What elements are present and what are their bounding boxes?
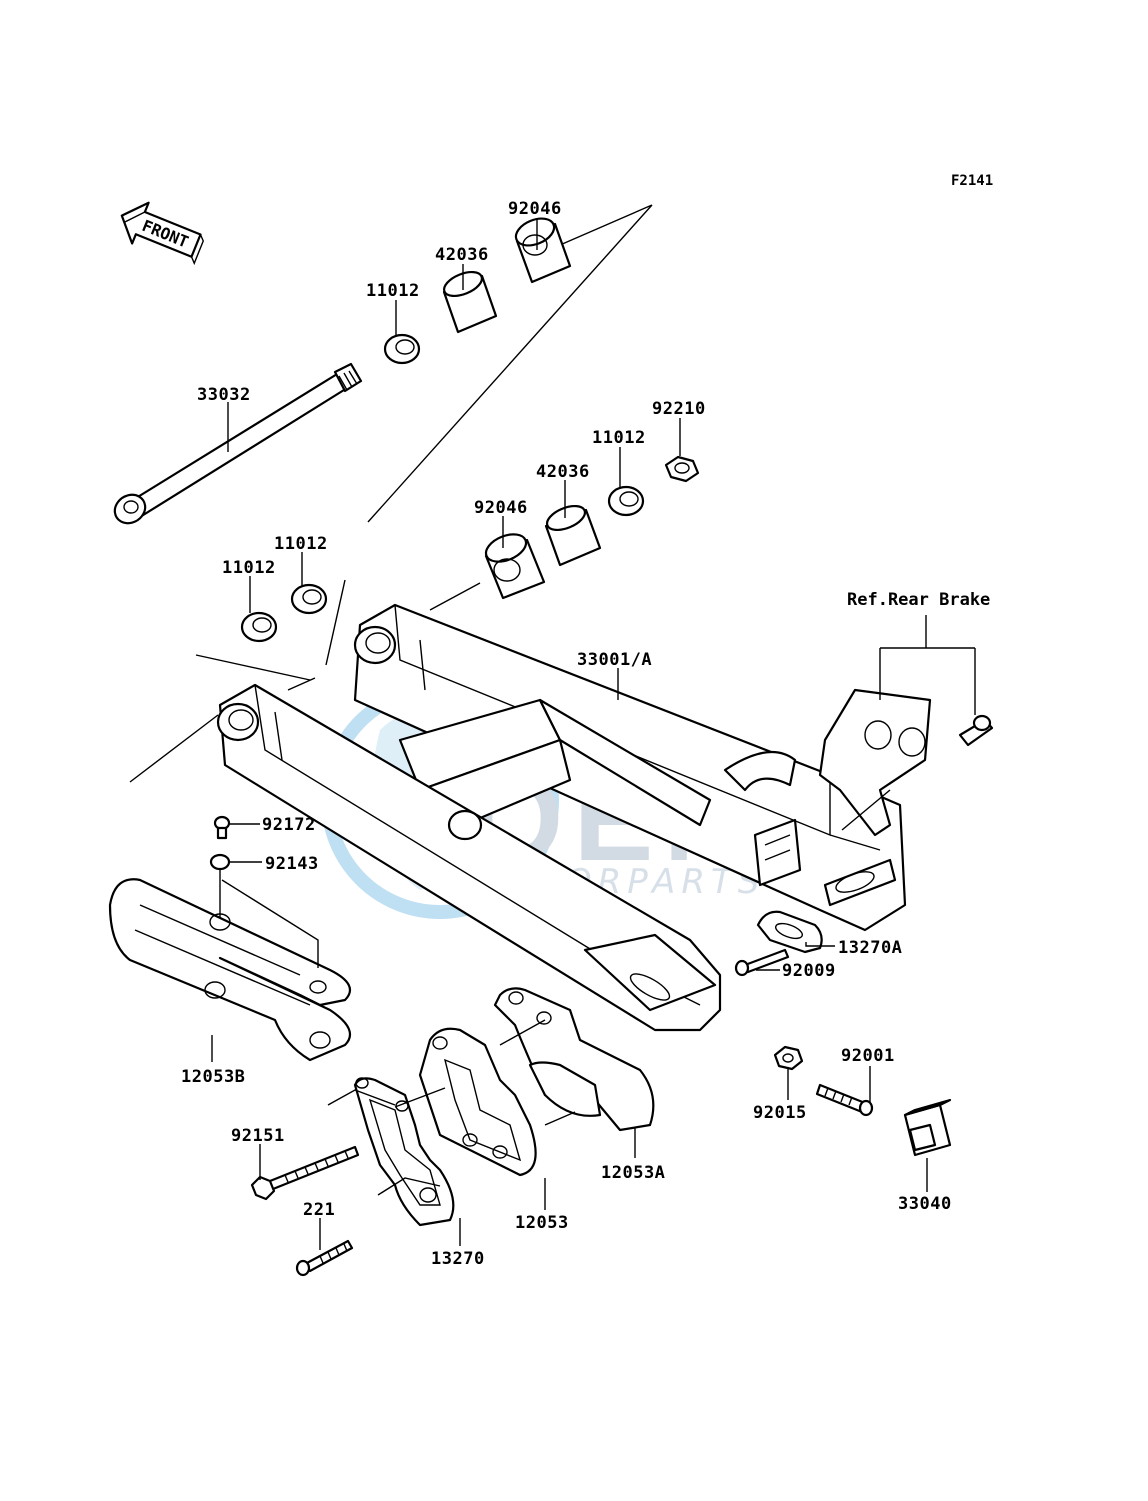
adjuster-nut <box>773 1045 804 1071</box>
adjuster-bolt <box>815 1083 874 1117</box>
slider-screw <box>213 815 231 840</box>
adjuster-block <box>903 1098 952 1157</box>
front-arrow-icon: FRONT <box>120 201 205 266</box>
part-label-92046-right[interactable]: 92046 <box>474 498 528 518</box>
swingarm <box>216 603 907 1032</box>
part-label-13270[interactable]: 13270 <box>431 1249 485 1269</box>
part-labels: 92046 42036 11012 33032 92210 11012 4203… <box>181 199 952 1269</box>
chain-slider <box>108 878 352 1062</box>
lock-nut <box>664 455 700 483</box>
upper-needle-bearing <box>514 217 572 284</box>
reference-bracket-lines <box>841 615 976 831</box>
upper-oil-seal <box>383 333 421 365</box>
part-label-12053[interactable]: 12053 <box>515 1213 569 1233</box>
right-needle-bearing <box>484 533 546 600</box>
part-label-92210[interactable]: 92210 <box>652 399 706 419</box>
right-oil-seal <box>607 485 645 517</box>
chain-guide-guide-lines <box>327 1019 576 1196</box>
part-label-11012-right[interactable]: 11012 <box>592 428 646 448</box>
part-label-42036-upper[interactable]: 42036 <box>435 245 489 265</box>
part-label-12053b[interactable]: 12053B <box>181 1067 245 1087</box>
left-oil-seal-a <box>290 583 328 615</box>
part-label-33040[interactable]: 33040 <box>898 1194 952 1214</box>
chain-adjuster-plate <box>756 910 823 954</box>
left-oil-seal-b <box>240 611 278 643</box>
chain-guide-outer <box>493 987 655 1132</box>
rear-brake-bracket <box>818 688 994 837</box>
part-label-92046-upper[interactable]: 92046 <box>508 199 562 219</box>
reference-rear-brake-link[interactable]: Ref.Rear Brake <box>847 590 990 610</box>
part-label-221[interactable]: 221 <box>303 1200 335 1220</box>
chain-adjuster-screw <box>734 948 790 977</box>
chain-guide <box>418 1027 537 1177</box>
part-label-92015[interactable]: 92015 <box>753 1103 807 1123</box>
part-label-92143[interactable]: 92143 <box>265 854 319 874</box>
part-label-33032[interactable]: 33032 <box>197 385 251 405</box>
label-leaders <box>211 218 928 1250</box>
part-label-92172[interactable]: 92172 <box>262 815 316 835</box>
guide-line-upper <box>367 204 653 523</box>
part-label-92009[interactable]: 92009 <box>782 961 836 981</box>
pivot-shaft <box>113 362 363 525</box>
part-label-13270a[interactable]: 13270A <box>838 938 902 958</box>
guide-screw <box>295 1239 354 1277</box>
guide-line-left <box>129 579 481 783</box>
right-sleeve <box>544 504 602 567</box>
part-label-92151[interactable]: 92151 <box>231 1126 285 1146</box>
guide-bolt-long <box>250 1145 360 1201</box>
upper-sleeve <box>442 270 498 334</box>
part-label-33001a[interactable]: 33001/A <box>577 650 652 670</box>
part-label-42036-right[interactable]: 42036 <box>536 462 590 482</box>
part-label-12053a[interactable]: 12053A <box>601 1163 665 1183</box>
part-label-92001[interactable]: 92001 <box>841 1046 895 1066</box>
slider-washer <box>209 853 231 871</box>
part-label-11012-upper[interactable]: 11012 <box>366 281 420 301</box>
part-label-11012-left-b[interactable]: 11012 <box>222 558 276 578</box>
diagram-code: F2141 <box>951 173 993 189</box>
part-label-11012-left-a[interactable]: 11012 <box>274 534 328 554</box>
chain-guide-plate <box>353 1077 455 1227</box>
slider-guide-lines <box>219 870 319 968</box>
